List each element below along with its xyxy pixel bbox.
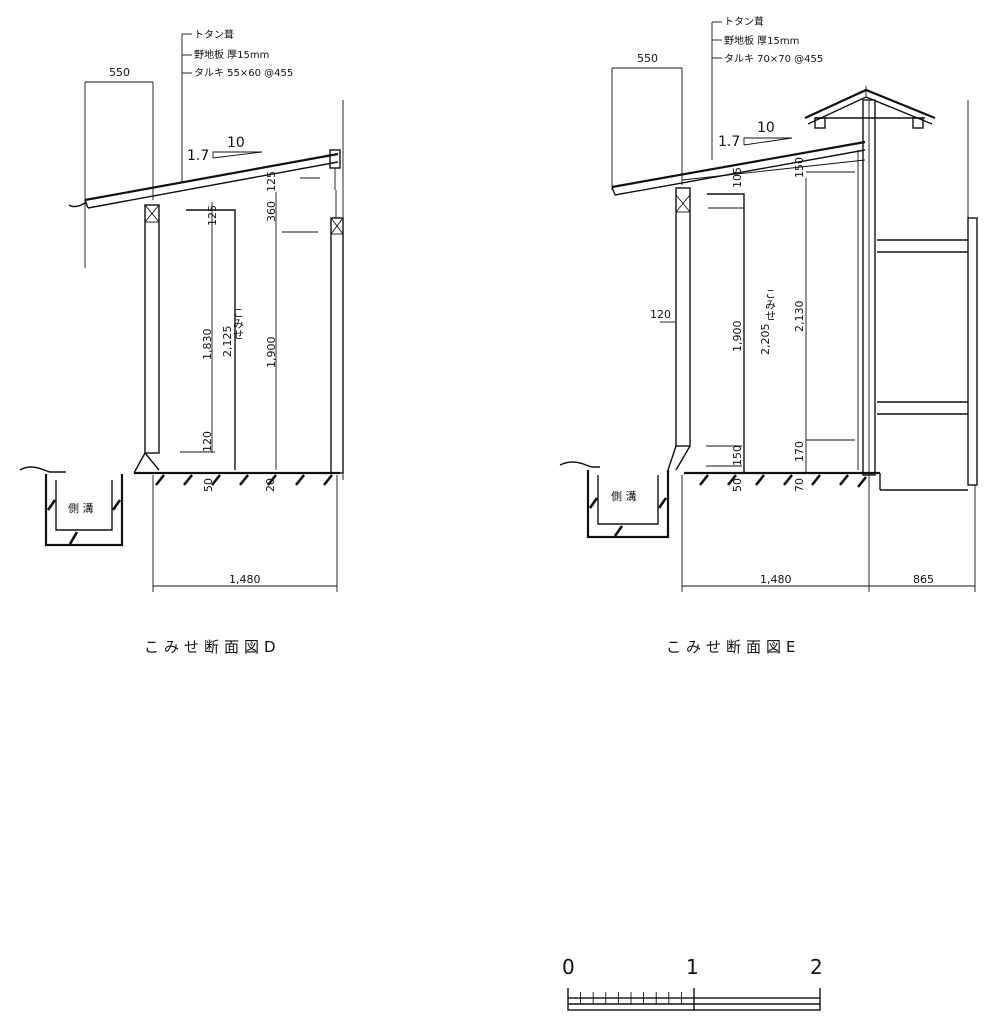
ground-d — [19, 452, 340, 486]
dim-d-360: 360 — [265, 201, 278, 222]
dim-d-20: 20 — [264, 478, 277, 492]
width-dim-e-label-2: 865 — [913, 573, 934, 586]
dim-e-70: 70 — [793, 478, 806, 492]
dim-d-125a: 125 — [206, 205, 219, 226]
room-label-d: こみせ — [232, 307, 245, 340]
scale-label-2: 2 — [810, 955, 823, 979]
dim-e-1900: 1,900 — [731, 321, 744, 353]
section-d: トタン葺 野地板 厚15mm タルキ 55×60 @455 550 1.7 10 — [19, 28, 344, 656]
dim-d-1830: 1,830 — [201, 329, 214, 361]
roof-notes-e: トタン葺 野地板 厚15mm タルキ 70×70 @455 — [711, 15, 823, 160]
width-dim-d-label: 1,480 — [229, 573, 261, 586]
scale-bar: 0 1 2 — [562, 955, 823, 1011]
dim-d-125b: 125 — [265, 171, 278, 192]
section-e: トタン葺 野地板 厚15mm タルキ 70×70 @455 550 1.7 10 — [559, 15, 978, 656]
interior-e — [660, 171, 855, 474]
dim-d-50: 50 — [202, 478, 215, 492]
eave-dim-e: 550 — [611, 52, 683, 190]
hood-roof-e — [804, 86, 936, 129]
roof-d — [68, 149, 341, 209]
dim-e-2205: 2,205 — [759, 324, 772, 356]
roof-note-d-1: トタン葺 — [194, 28, 234, 41]
dim-e-170: 170 — [793, 441, 806, 462]
dims-d: 125 125 360 1,830 2,125 1,900 120 50 20 … — [201, 171, 278, 492]
caption-e: こみせ断面図E — [666, 638, 800, 656]
ground-hatch-e — [698, 474, 868, 488]
roof-e — [611, 140, 866, 196]
room-label-e: こみせ — [764, 288, 777, 321]
dim-d-1900: 1,900 — [265, 337, 278, 369]
slope-rise-e: 1.7 — [718, 134, 740, 150]
width-dim-e-label: 1,480 — [760, 573, 792, 586]
roof-note-e-3: タルキ 70×70 @455 — [724, 53, 823, 65]
width-dim-d: 1,480 — [152, 475, 338, 592]
roof-notes-d: トタン葺 野地板 厚15mm タルキ 55×60 @455 — [181, 28, 293, 182]
gutter-d: 側 溝 — [44, 474, 124, 547]
slope-mark-e: 1.7 10 — [718, 120, 793, 150]
dim-e-2130: 2,130 — [793, 301, 806, 333]
slope-run-e: 10 — [757, 120, 775, 136]
slope-mark-d: 1.7 10 — [187, 135, 263, 164]
scale-label-1: 1 — [686, 955, 699, 979]
dim-e-105: 105 — [731, 167, 744, 188]
roof-note-e-1: トタン葺 — [724, 15, 764, 28]
slope-rise-d: 1.7 — [187, 148, 209, 164]
ground-hatch-d — [154, 474, 334, 486]
dim-e-150b: 150 — [731, 445, 744, 466]
slope-run-d: 10 — [227, 135, 245, 151]
dim-e-50: 50 — [731, 478, 744, 492]
dim-e-150a: 150 — [793, 157, 806, 178]
gutter-e: 側 溝 — [586, 445, 677, 539]
eave-dim-d: 550 — [84, 66, 154, 268]
dims-e: 105 150 120 1,900 2,205 2,130 150 170 50… — [650, 157, 806, 492]
gutter-label-e: 側 溝 — [611, 490, 637, 503]
caption-d: こみせ断面図D — [144, 638, 281, 656]
roof-note-d-2: 野地板 厚15mm — [194, 48, 269, 61]
roof-note-e-2: 野地板 厚15mm — [724, 34, 799, 47]
roof-note-d-3: タルキ 55×60 @455 — [194, 67, 293, 79]
ground-e — [559, 461, 968, 491]
width-dim-e: 1,480 865 — [681, 475, 976, 592]
scale-ticks — [580, 992, 682, 1004]
dim-d-2125: 2,125 — [221, 326, 234, 358]
eave-dim-d-label: 550 — [109, 66, 130, 79]
posts-e — [675, 99, 978, 505]
dim-e-120: 120 — [650, 308, 671, 321]
dim-d-120: 120 — [201, 431, 214, 452]
gutter-label-d: 側 溝 — [68, 502, 94, 515]
eave-dim-e-label: 550 — [637, 52, 658, 65]
posts-d — [144, 100, 344, 480]
scale-label-0: 0 — [562, 955, 575, 979]
interior-d — [180, 177, 320, 470]
